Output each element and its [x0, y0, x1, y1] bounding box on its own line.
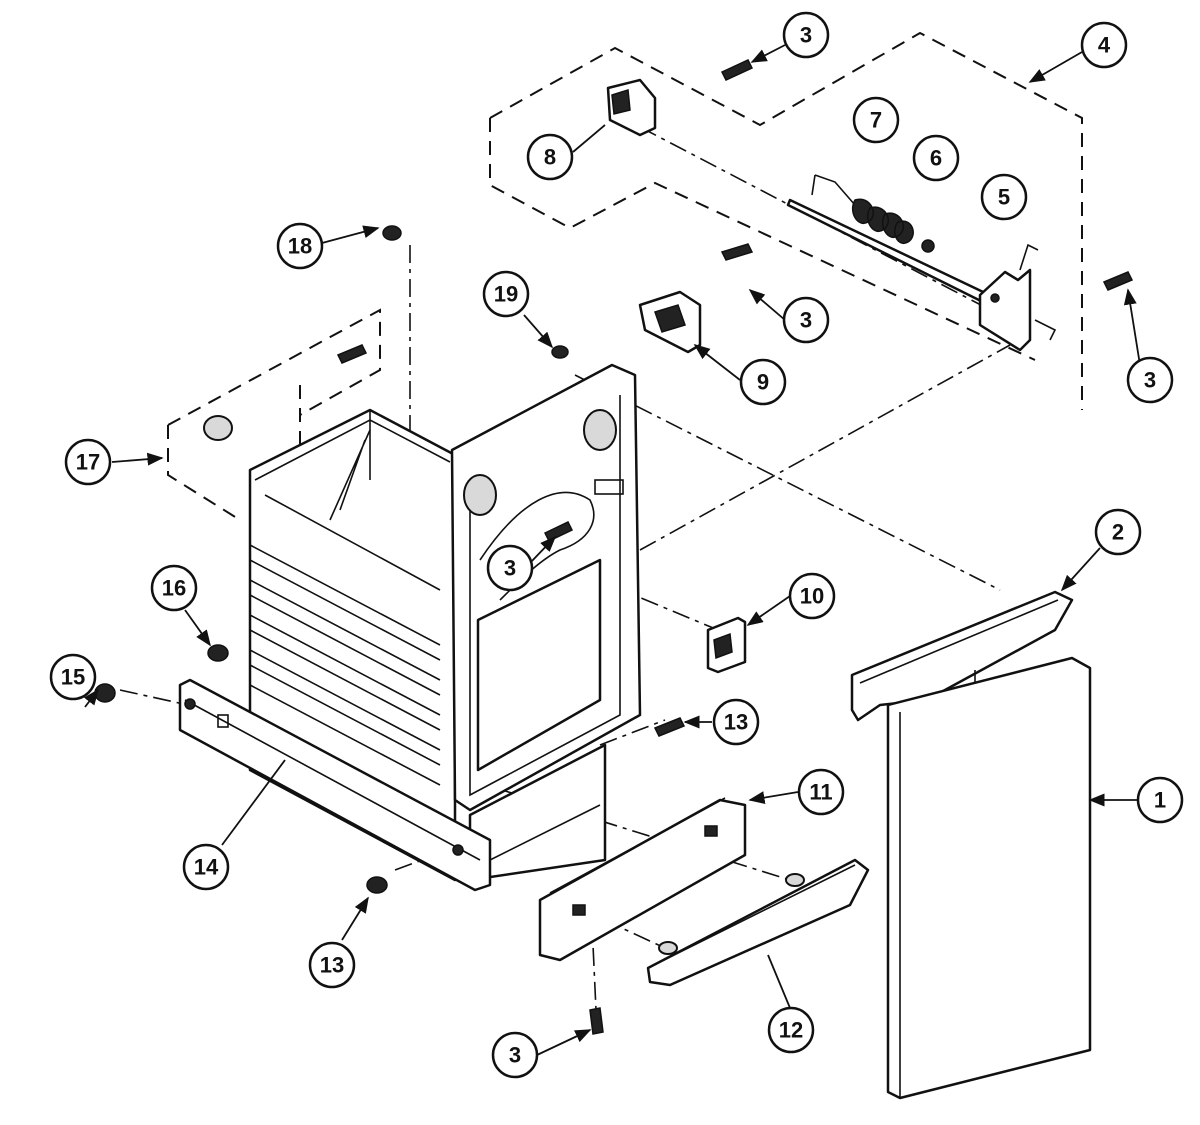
callout-9: 9 [739, 358, 787, 406]
svg-text:19: 19 [494, 282, 518, 307]
part-9-hinge-bracket [638, 290, 702, 354]
callout-2: 2 [1094, 508, 1142, 556]
svg-text:12: 12 [779, 1018, 803, 1043]
callouts: 1 2 3 3 3 3 3 4 5 6 7 8 9 10 11 12 13 13… [49, 11, 1184, 1079]
callout-10: 10 [788, 572, 836, 620]
callout-18: 18 [276, 222, 324, 270]
svg-text:13: 13 [724, 710, 748, 735]
part-8-latch-bracket [606, 78, 657, 137]
callout-13-right: 13 [712, 698, 760, 746]
callout-16: 16 [150, 564, 198, 612]
callout-13-left: 13 [308, 941, 356, 989]
svg-text:3: 3 [504, 556, 516, 581]
svg-text:18: 18 [288, 234, 312, 259]
svg-text:5: 5 [998, 185, 1010, 210]
svg-text:11: 11 [809, 780, 832, 805]
callout-17: 17 [64, 438, 112, 486]
part-17-dashed-outline [167, 308, 381, 521]
part-14-bottom-trim [178, 678, 492, 892]
svg-text:1: 1 [1154, 788, 1166, 813]
svg-text:17: 17 [76, 450, 100, 475]
callout-5: 5 [980, 173, 1028, 221]
callout-7: 7 [852, 96, 900, 144]
callout-leaders [83, 44, 1141, 1056]
callout-4: 4 [1080, 21, 1128, 69]
svg-text:8: 8 [544, 145, 556, 170]
alignment-lines [119, 126, 1011, 1011]
callout-15: 15 [49, 653, 97, 701]
part-10-clip [706, 616, 747, 674]
range-chassis-frame [248, 363, 642, 882]
callout-3-bottom: 3 [491, 1031, 539, 1079]
svg-text:16: 16 [162, 576, 186, 601]
callout-3-frame: 3 [486, 544, 534, 592]
svg-text:3: 3 [1144, 368, 1156, 393]
callout-1: 1 [1136, 776, 1184, 824]
callout-19: 19 [482, 270, 530, 318]
svg-text:4: 4 [1098, 33, 1111, 58]
svg-text:10: 10 [800, 584, 824, 609]
callout-3-right: 3 [1126, 356, 1174, 404]
part-11-drawer-bracket [538, 797, 747, 962]
svg-text:9: 9 [757, 370, 769, 395]
part-1-side-panel [886, 656, 1092, 1100]
callout-11: 11 [797, 768, 845, 816]
svg-text:14: 14 [194, 855, 219, 880]
svg-text:15: 15 [61, 665, 85, 690]
svg-text:3: 3 [509, 1043, 521, 1068]
svg-text:3: 3 [800, 23, 812, 48]
callout-12: 12 [767, 1006, 815, 1054]
callout-14: 14 [182, 843, 230, 891]
callout-8: 8 [526, 133, 574, 181]
callout-3-hinge: 3 [782, 296, 830, 344]
screw-fasteners [94, 59, 1134, 1035]
callout-3-top: 3 [782, 11, 830, 59]
svg-text:2: 2 [1112, 520, 1124, 545]
svg-text:13: 13 [320, 953, 344, 978]
latch-assembly-dashed-outline [489, 31, 1083, 410]
svg-text:6: 6 [930, 146, 942, 171]
part-12-drawer-handle [646, 858, 870, 987]
callout-6: 6 [912, 134, 960, 182]
svg-text:7: 7 [870, 108, 882, 133]
svg-text:3: 3 [800, 308, 812, 333]
latch-rod-assembly [786, 174, 1057, 352]
